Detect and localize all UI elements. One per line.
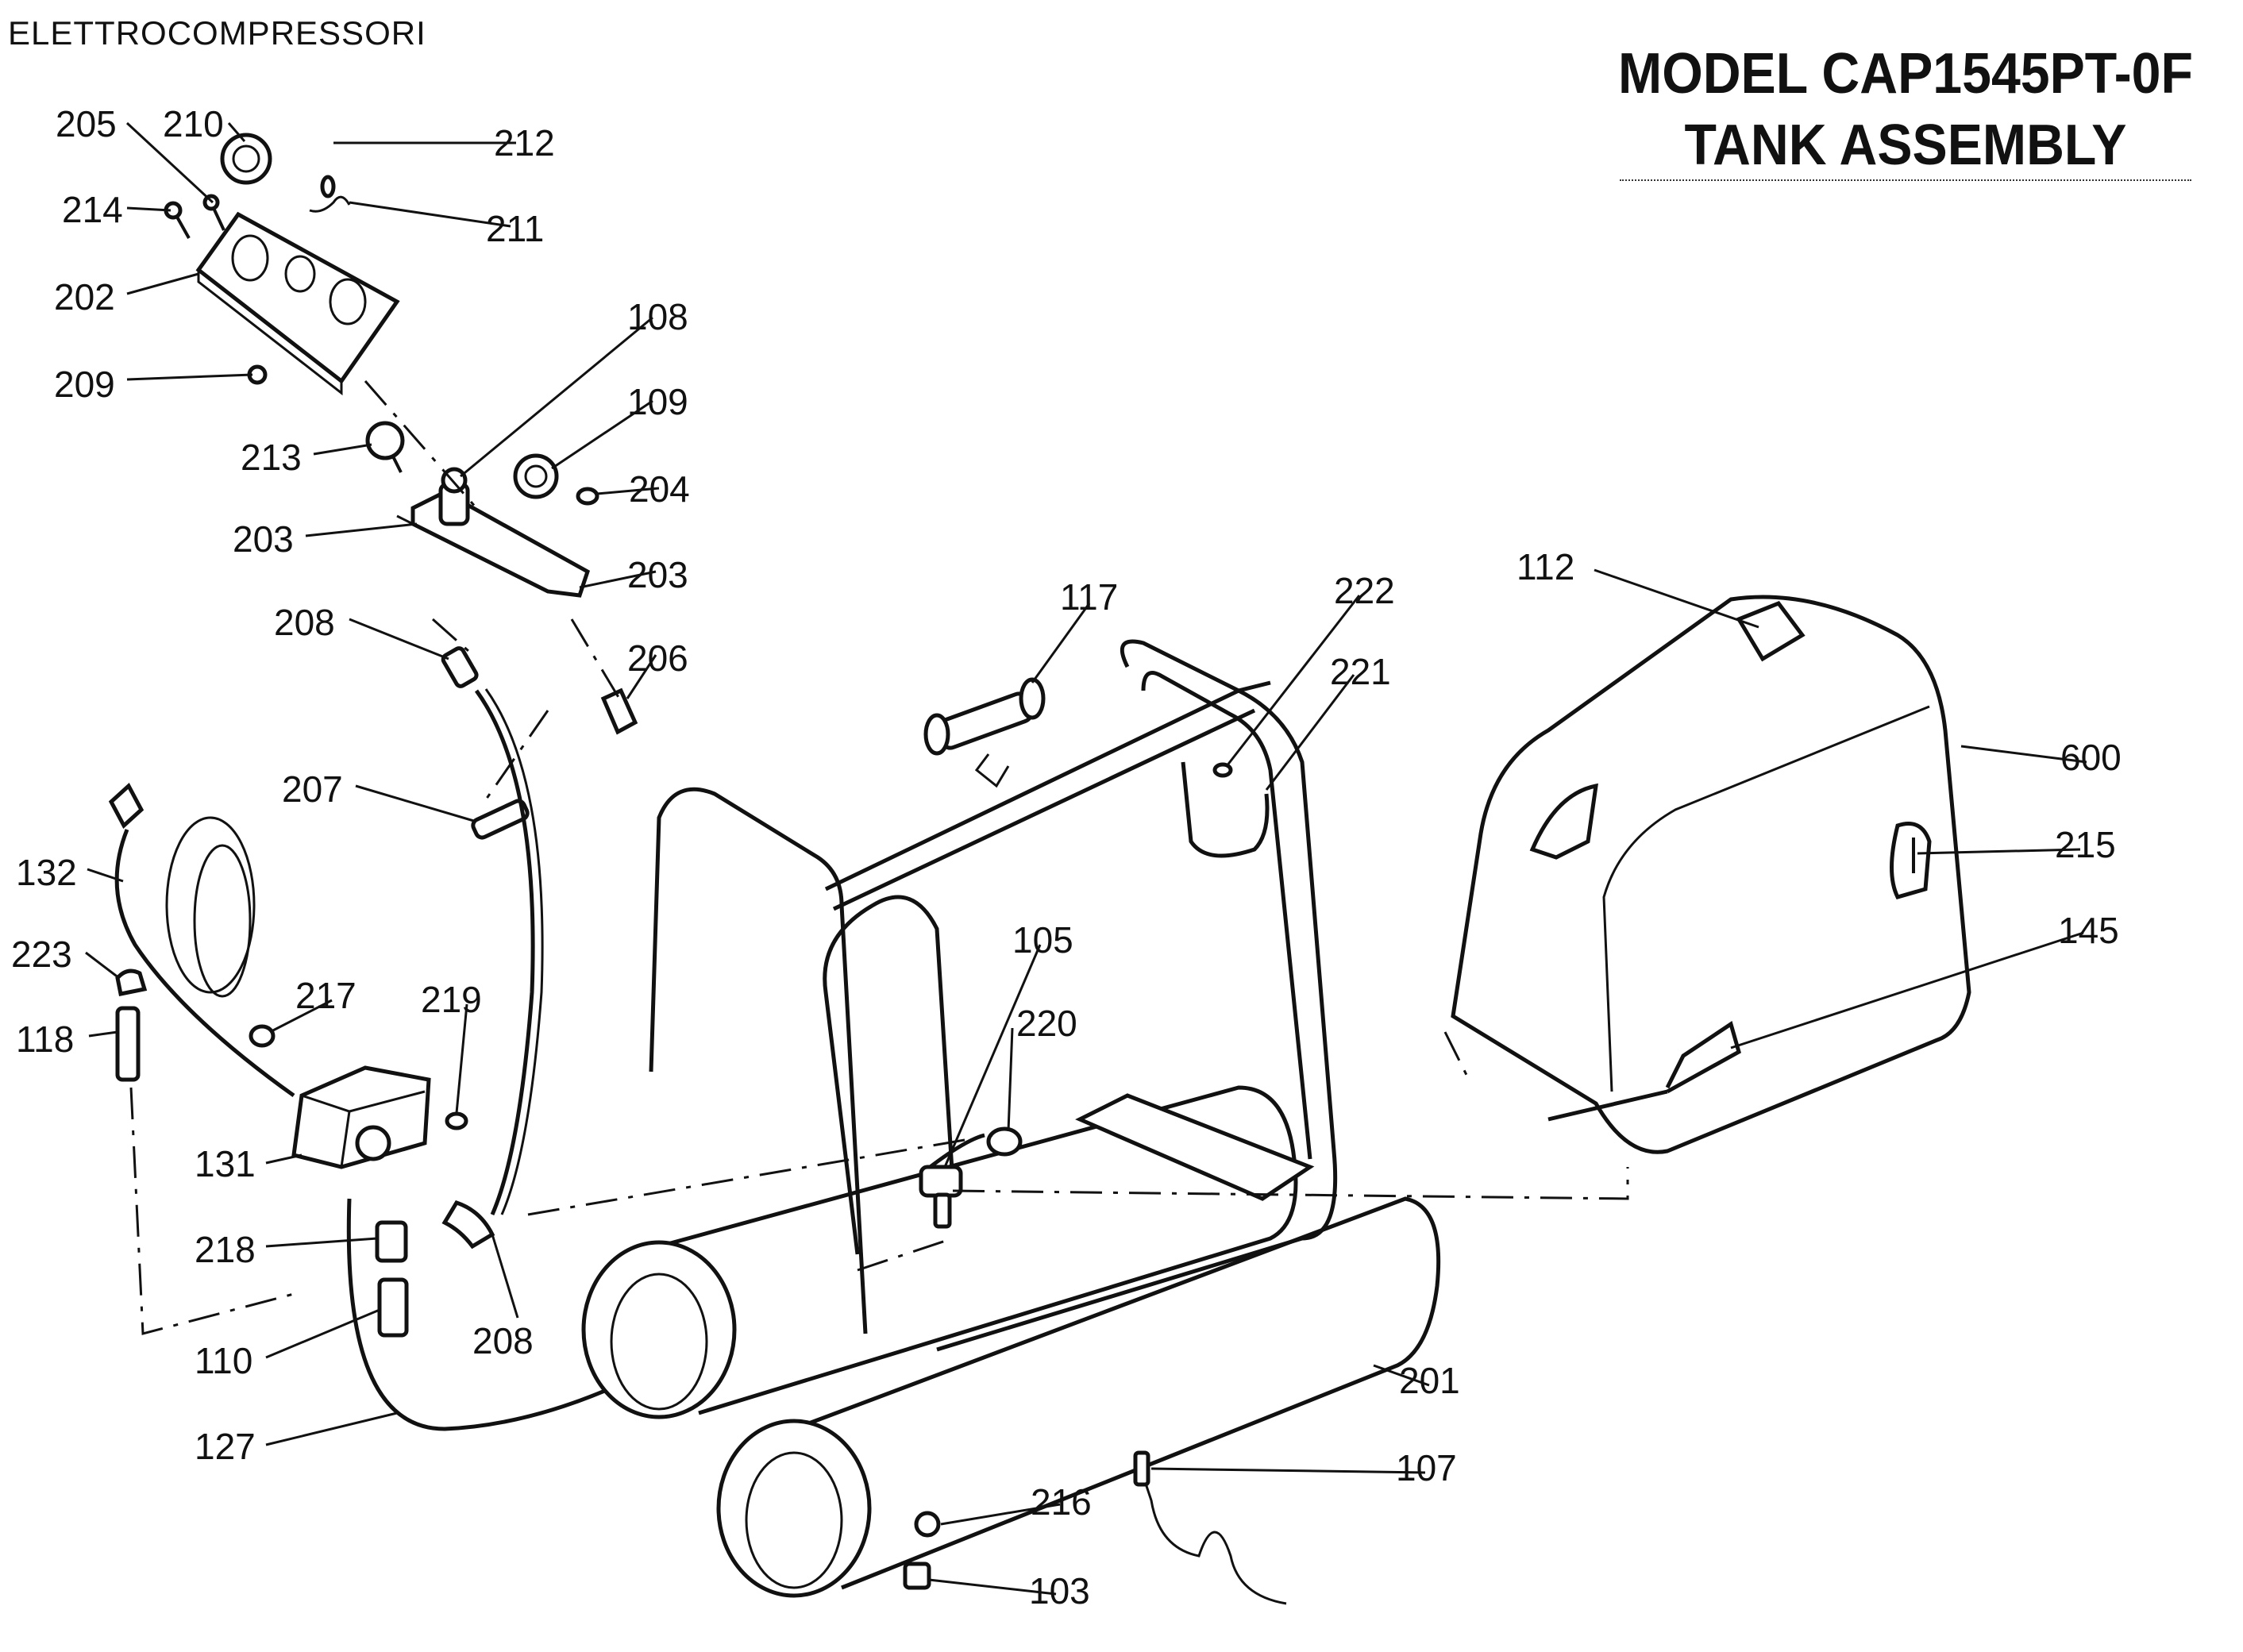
gauge-109 bbox=[513, 453, 559, 499]
company-name: ELETTROCOMPRESSORI bbox=[8, 14, 426, 52]
label-218: 218 bbox=[195, 1229, 256, 1270]
fitting-217 bbox=[249, 1024, 276, 1048]
label-105: 105 bbox=[1012, 919, 1073, 961]
label-211: 211 bbox=[486, 208, 544, 249]
label-216: 216 bbox=[1031, 1481, 1092, 1523]
label-205: 205 bbox=[56, 103, 117, 144]
model-title: MODEL CAP1545PT-0F bbox=[1618, 42, 2193, 106]
label-214: 214 bbox=[62, 189, 123, 230]
label-203-right: 203 bbox=[627, 554, 688, 595]
tank-front bbox=[716, 1196, 1441, 1598]
label-132: 132 bbox=[16, 852, 77, 893]
plug-204 bbox=[576, 487, 599, 506]
label-110: 110 bbox=[195, 1340, 252, 1381]
manifold-block bbox=[396, 490, 591, 598]
motor-mount-plate bbox=[1075, 1093, 1315, 1201]
assembly-centerlines bbox=[129, 380, 1629, 1335]
gauge-213 bbox=[365, 421, 405, 473]
frame-handle bbox=[649, 639, 1338, 1352]
gauge-panel-plate bbox=[195, 211, 400, 396]
diagram-title: MODEL CAP1545PT-0F TANK ASSEMBLY bbox=[1572, 38, 2239, 181]
label-203-left: 203 bbox=[233, 518, 294, 560]
elbow-223 bbox=[115, 968, 148, 996]
label-112: 112 bbox=[1517, 546, 1574, 587]
label-209: 209 bbox=[54, 364, 115, 405]
drain-valve-103 bbox=[903, 1562, 931, 1590]
label-222: 222 bbox=[1334, 570, 1395, 611]
label-208-lower: 208 bbox=[472, 1320, 534, 1361]
label-206: 206 bbox=[627, 637, 688, 679]
screw-214 bbox=[164, 201, 191, 239]
label-117: 117 bbox=[1060, 576, 1118, 618]
washer-216 bbox=[914, 1511, 941, 1538]
label-219: 219 bbox=[421, 979, 482, 1020]
fitting-220 bbox=[986, 1126, 1023, 1157]
hook-221 bbox=[1181, 761, 1270, 858]
pressure-gauge-210 bbox=[220, 133, 272, 185]
label-109: 109 bbox=[627, 381, 688, 422]
screw-205 bbox=[202, 194, 225, 231]
label-204: 204 bbox=[629, 468, 690, 510]
fitting-208-upper bbox=[441, 646, 479, 688]
assembly-title: TANK ASSEMBLY bbox=[1684, 114, 2127, 177]
label-215: 215 bbox=[2055, 824, 2116, 865]
elbow-206 bbox=[600, 687, 638, 735]
fitting-208-lower bbox=[441, 1200, 495, 1250]
label-202: 202 bbox=[54, 276, 115, 318]
screw-222 bbox=[1212, 762, 1233, 778]
label-127: 127 bbox=[195, 1426, 256, 1467]
label-220: 220 bbox=[1016, 1003, 1077, 1044]
label-217: 217 bbox=[295, 975, 356, 1016]
label-118: 118 bbox=[16, 1019, 74, 1060]
clip-211 bbox=[309, 195, 351, 213]
label-210: 210 bbox=[163, 103, 224, 144]
label-212: 212 bbox=[494, 122, 555, 164]
handle-grip-117 bbox=[923, 677, 1046, 788]
fitting-218 bbox=[375, 1220, 408, 1263]
label-107: 107 bbox=[1396, 1447, 1457, 1488]
label-131: 131 bbox=[195, 1143, 256, 1184]
tank-valve-105 bbox=[919, 1165, 963, 1229]
screw-212 bbox=[320, 175, 336, 198]
tube-manifold-to-pressure-switch bbox=[474, 689, 535, 1216]
fitting-207 bbox=[471, 799, 530, 840]
part-number-labels: 205 210 212 214 211 202 209 108 109 213 … bbox=[11, 103, 2122, 1612]
label-221: 221 bbox=[1330, 651, 1391, 692]
label-145: 145 bbox=[2058, 910, 2119, 951]
check-valve-110 bbox=[377, 1277, 409, 1338]
label-207: 207 bbox=[282, 768, 343, 810]
label-213: 213 bbox=[241, 437, 302, 478]
drain-cord-107 bbox=[1133, 1450, 1287, 1605]
label-600: 600 bbox=[2060, 737, 2122, 778]
screw-219 bbox=[445, 1111, 468, 1130]
support-bracket-145 bbox=[1547, 1021, 1741, 1122]
pressure-switch-131 bbox=[291, 1065, 431, 1169]
leader-lines bbox=[85, 121, 2087, 1596]
title-underline bbox=[1620, 179, 2191, 181]
label-201: 201 bbox=[1399, 1360, 1460, 1401]
label-223: 223 bbox=[11, 934, 72, 975]
fitting-118 bbox=[115, 1006, 141, 1082]
safety-valve-108 bbox=[438, 467, 470, 526]
label-108: 108 bbox=[627, 296, 688, 337]
label-208-upper: 208 bbox=[274, 602, 335, 643]
label-103: 103 bbox=[1029, 1570, 1090, 1612]
power-cord-132 bbox=[108, 782, 295, 1098]
tank-rear bbox=[581, 1085, 1298, 1419]
